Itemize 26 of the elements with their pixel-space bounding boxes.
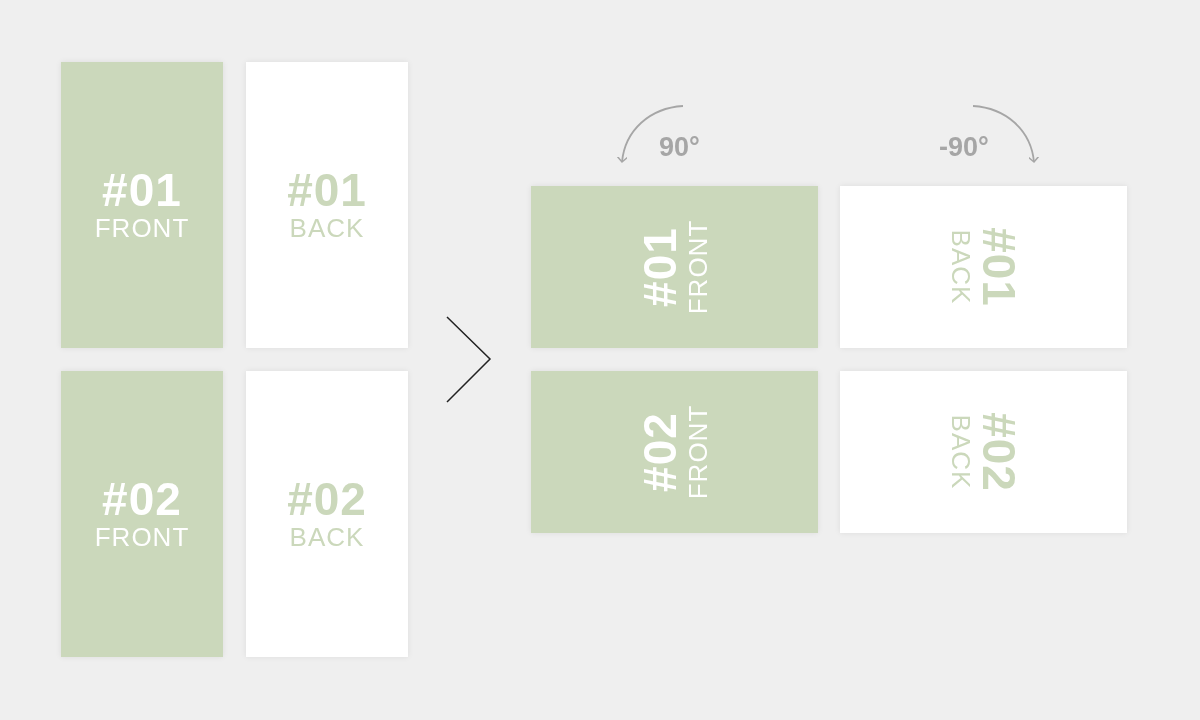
- card: [246, 62, 408, 348]
- card: [531, 371, 818, 533]
- card-number: #02: [102, 476, 182, 522]
- card-side-label: BACK: [289, 522, 365, 552]
- card-side-label: FRONT: [682, 219, 713, 315]
- angle-label: -90°: [939, 132, 989, 163]
- card: [840, 186, 1127, 348]
- card-number: #01: [975, 227, 1022, 307]
- card: [531, 186, 818, 348]
- card-number: #02: [636, 412, 683, 492]
- angle-label: 90°: [659, 132, 700, 163]
- card-side-label: FRONT: [94, 213, 190, 243]
- card: [61, 371, 223, 657]
- card-side-label: BACK: [945, 414, 976, 490]
- card-number: #02: [287, 476, 367, 522]
- card-side-label: FRONT: [94, 522, 190, 552]
- card: [840, 371, 1127, 533]
- card-number: #01: [287, 167, 367, 213]
- card-side-label: FRONT: [682, 404, 713, 500]
- card-number: #01: [636, 227, 683, 307]
- card: [246, 371, 408, 657]
- card-number: #01: [102, 167, 182, 213]
- card-side-label: BACK: [945, 229, 976, 305]
- card-number: #02: [975, 412, 1022, 492]
- card: [61, 62, 223, 348]
- card-side-label: BACK: [289, 213, 365, 243]
